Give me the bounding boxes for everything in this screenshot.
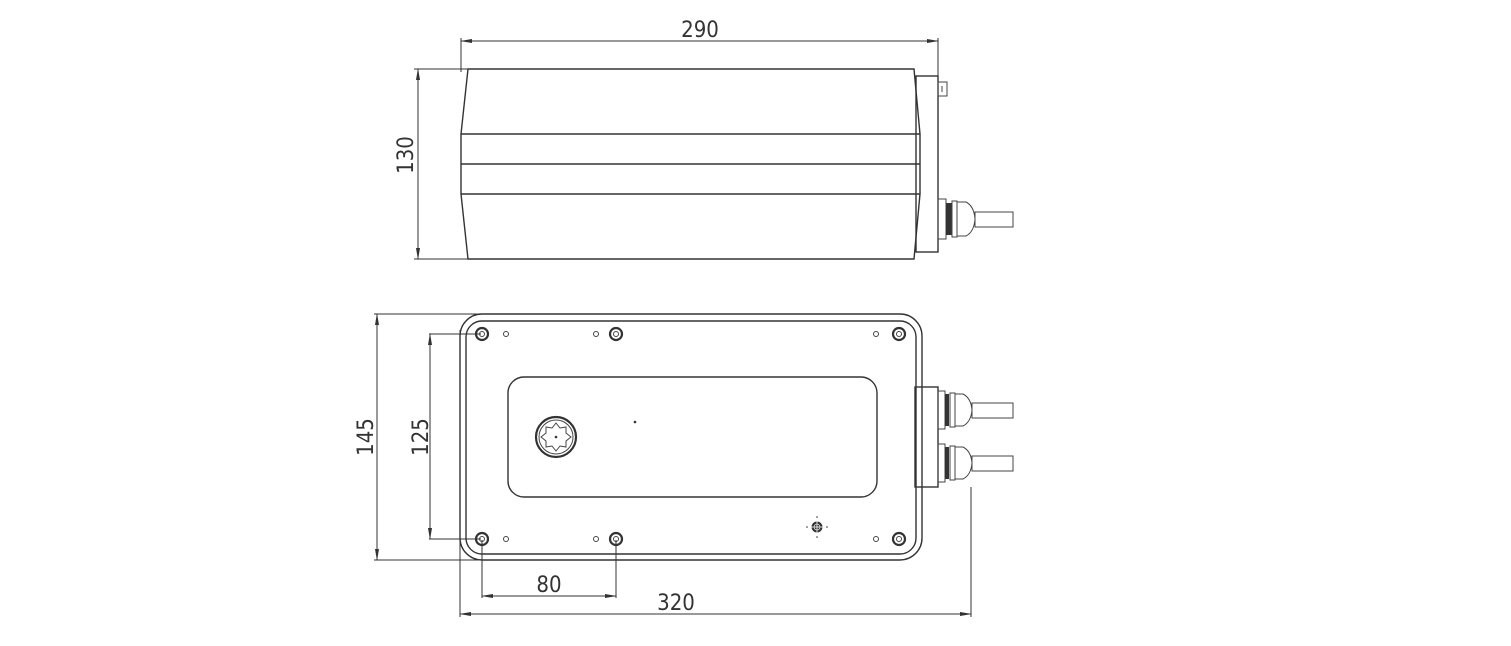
dim-label-145: 145 bbox=[354, 418, 379, 456]
dim-label-125: 125 bbox=[409, 418, 434, 456]
dimension-145: 145 bbox=[354, 313, 480, 561]
actuator-body-bottom bbox=[459, 313, 923, 561]
dim-label-80: 80 bbox=[536, 573, 561, 598]
spline-shaft-icon bbox=[534, 415, 578, 459]
dimension-290: 290 bbox=[460, 18, 939, 78]
dimension-130: 130 bbox=[394, 68, 470, 260]
mounting-holes bbox=[474, 326, 907, 547]
dim-label-320: 320 bbox=[657, 591, 695, 616]
dim-label-130: 130 bbox=[394, 136, 419, 174]
target-marker-icon bbox=[806, 516, 828, 538]
dimension-125: 125 bbox=[409, 333, 481, 540]
dim-label-290: 290 bbox=[681, 18, 719, 43]
bottom-view: 145 125 80 320 bbox=[354, 313, 1014, 617]
dimension-80: 80 bbox=[481, 540, 617, 598]
side-view: 290 130 bbox=[394, 18, 1014, 260]
dimension-320: 320 bbox=[459, 330, 972, 617]
cable-gland-side bbox=[937, 198, 1014, 240]
actuator-body-side bbox=[460, 68, 948, 260]
cable-glands-bottom bbox=[914, 386, 1014, 488]
